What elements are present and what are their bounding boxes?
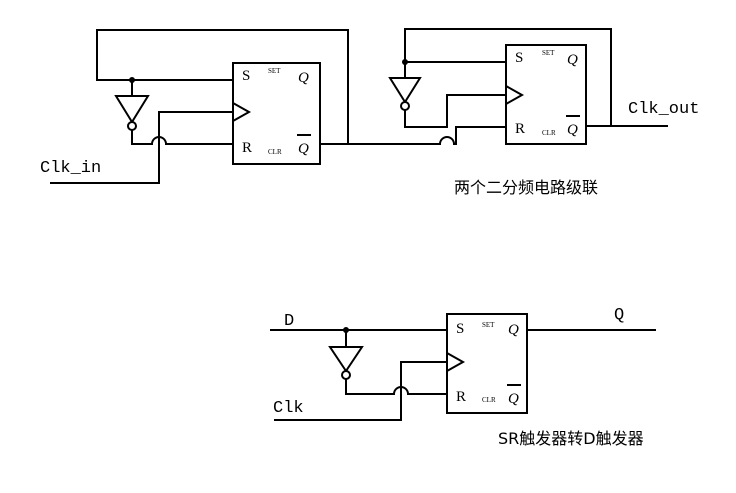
ff2-clr-pin: CLR — [542, 129, 556, 137]
ff2-wiring — [402, 28, 668, 128]
inverter-2-output-wire — [404, 94, 506, 128]
ff3-q-pin: Q — [508, 322, 519, 338]
ff2-qbar-pin: Q — [567, 122, 578, 138]
inverter-3-output-wire — [345, 379, 447, 395]
ff3-qbar-pin: Q — [508, 391, 519, 407]
ff3-wiring — [270, 327, 656, 421]
ff3-clock-triangle — [446, 352, 466, 372]
diagram-2-caption: SR触发器转D触发器 — [498, 429, 644, 448]
ff1-q-pin: Q — [298, 70, 309, 86]
ff1-clock-triangle — [232, 102, 252, 122]
ff3-set-pin: SET — [482, 321, 495, 329]
ff2-q-pin: Q — [567, 52, 578, 68]
ff2-set-pin: SET — [542, 49, 555, 57]
inverter-2-body — [388, 77, 422, 104]
clk-wire — [274, 361, 447, 421]
junction-dot — [343, 327, 349, 333]
inverter-1-output-wire — [131, 130, 233, 145]
ff1-set-pin: SET — [268, 67, 281, 75]
ff2-clock-triangle — [505, 85, 525, 105]
diagram-1-caption: 两个二分频电路级联 — [454, 178, 598, 197]
inverter-3-body — [328, 346, 364, 373]
ff1-clr-pin: CLR — [268, 148, 282, 156]
sr-to-d-conversion: S SET Q R CLR Q D Clk Q SR触发器转D触发器 — [270, 306, 656, 448]
clk-in-label: Clk_in — [40, 159, 101, 178]
q-label: Q — [614, 306, 624, 325]
qbar-feedback-wire-1 — [96, 29, 349, 144]
ff2-r-pin: R — [515, 121, 525, 137]
inverter-2-bubble — [400, 101, 410, 111]
inverter-3 — [328, 346, 364, 380]
clk-in-wire — [50, 111, 233, 184]
junction-dot — [129, 77, 135, 83]
sr-flip-flop-2: S SET Q R CLR Q — [505, 44, 587, 145]
ff2-s-pin: S — [515, 50, 523, 66]
inverter-1 — [114, 95, 150, 131]
ff1-r-pin: R — [242, 140, 252, 156]
ff3-clr-pin: CLR — [482, 396, 496, 404]
d-label: D — [284, 312, 294, 331]
inverter-2 — [388, 77, 422, 111]
clk-out-label: Clk_out — [628, 100, 699, 119]
ff3-s-pin: S — [456, 321, 464, 337]
sr-flip-flop-3: S SET Q R CLR Q — [446, 313, 528, 414]
inverter-1-bubble — [127, 121, 137, 131]
ff1-s-pin: S — [242, 68, 250, 84]
clk-label: Clk — [273, 399, 304, 418]
ff3-r-pin: R — [456, 389, 466, 405]
ff1-wiring — [50, 29, 349, 184]
frequency-divider-cascade: S SET Q R CLR Q S SET — [40, 28, 699, 197]
qbar-feedback-wire-2 — [404, 28, 612, 126]
ff1-qbar-pin: Q — [298, 141, 309, 157]
stage-link-wire — [348, 126, 506, 145]
inverter-1-body — [114, 95, 150, 124]
sr-flip-flop-1: S SET Q R CLR Q — [232, 62, 321, 165]
junction-dot — [402, 59, 408, 65]
inverter-3-bubble — [341, 370, 351, 380]
